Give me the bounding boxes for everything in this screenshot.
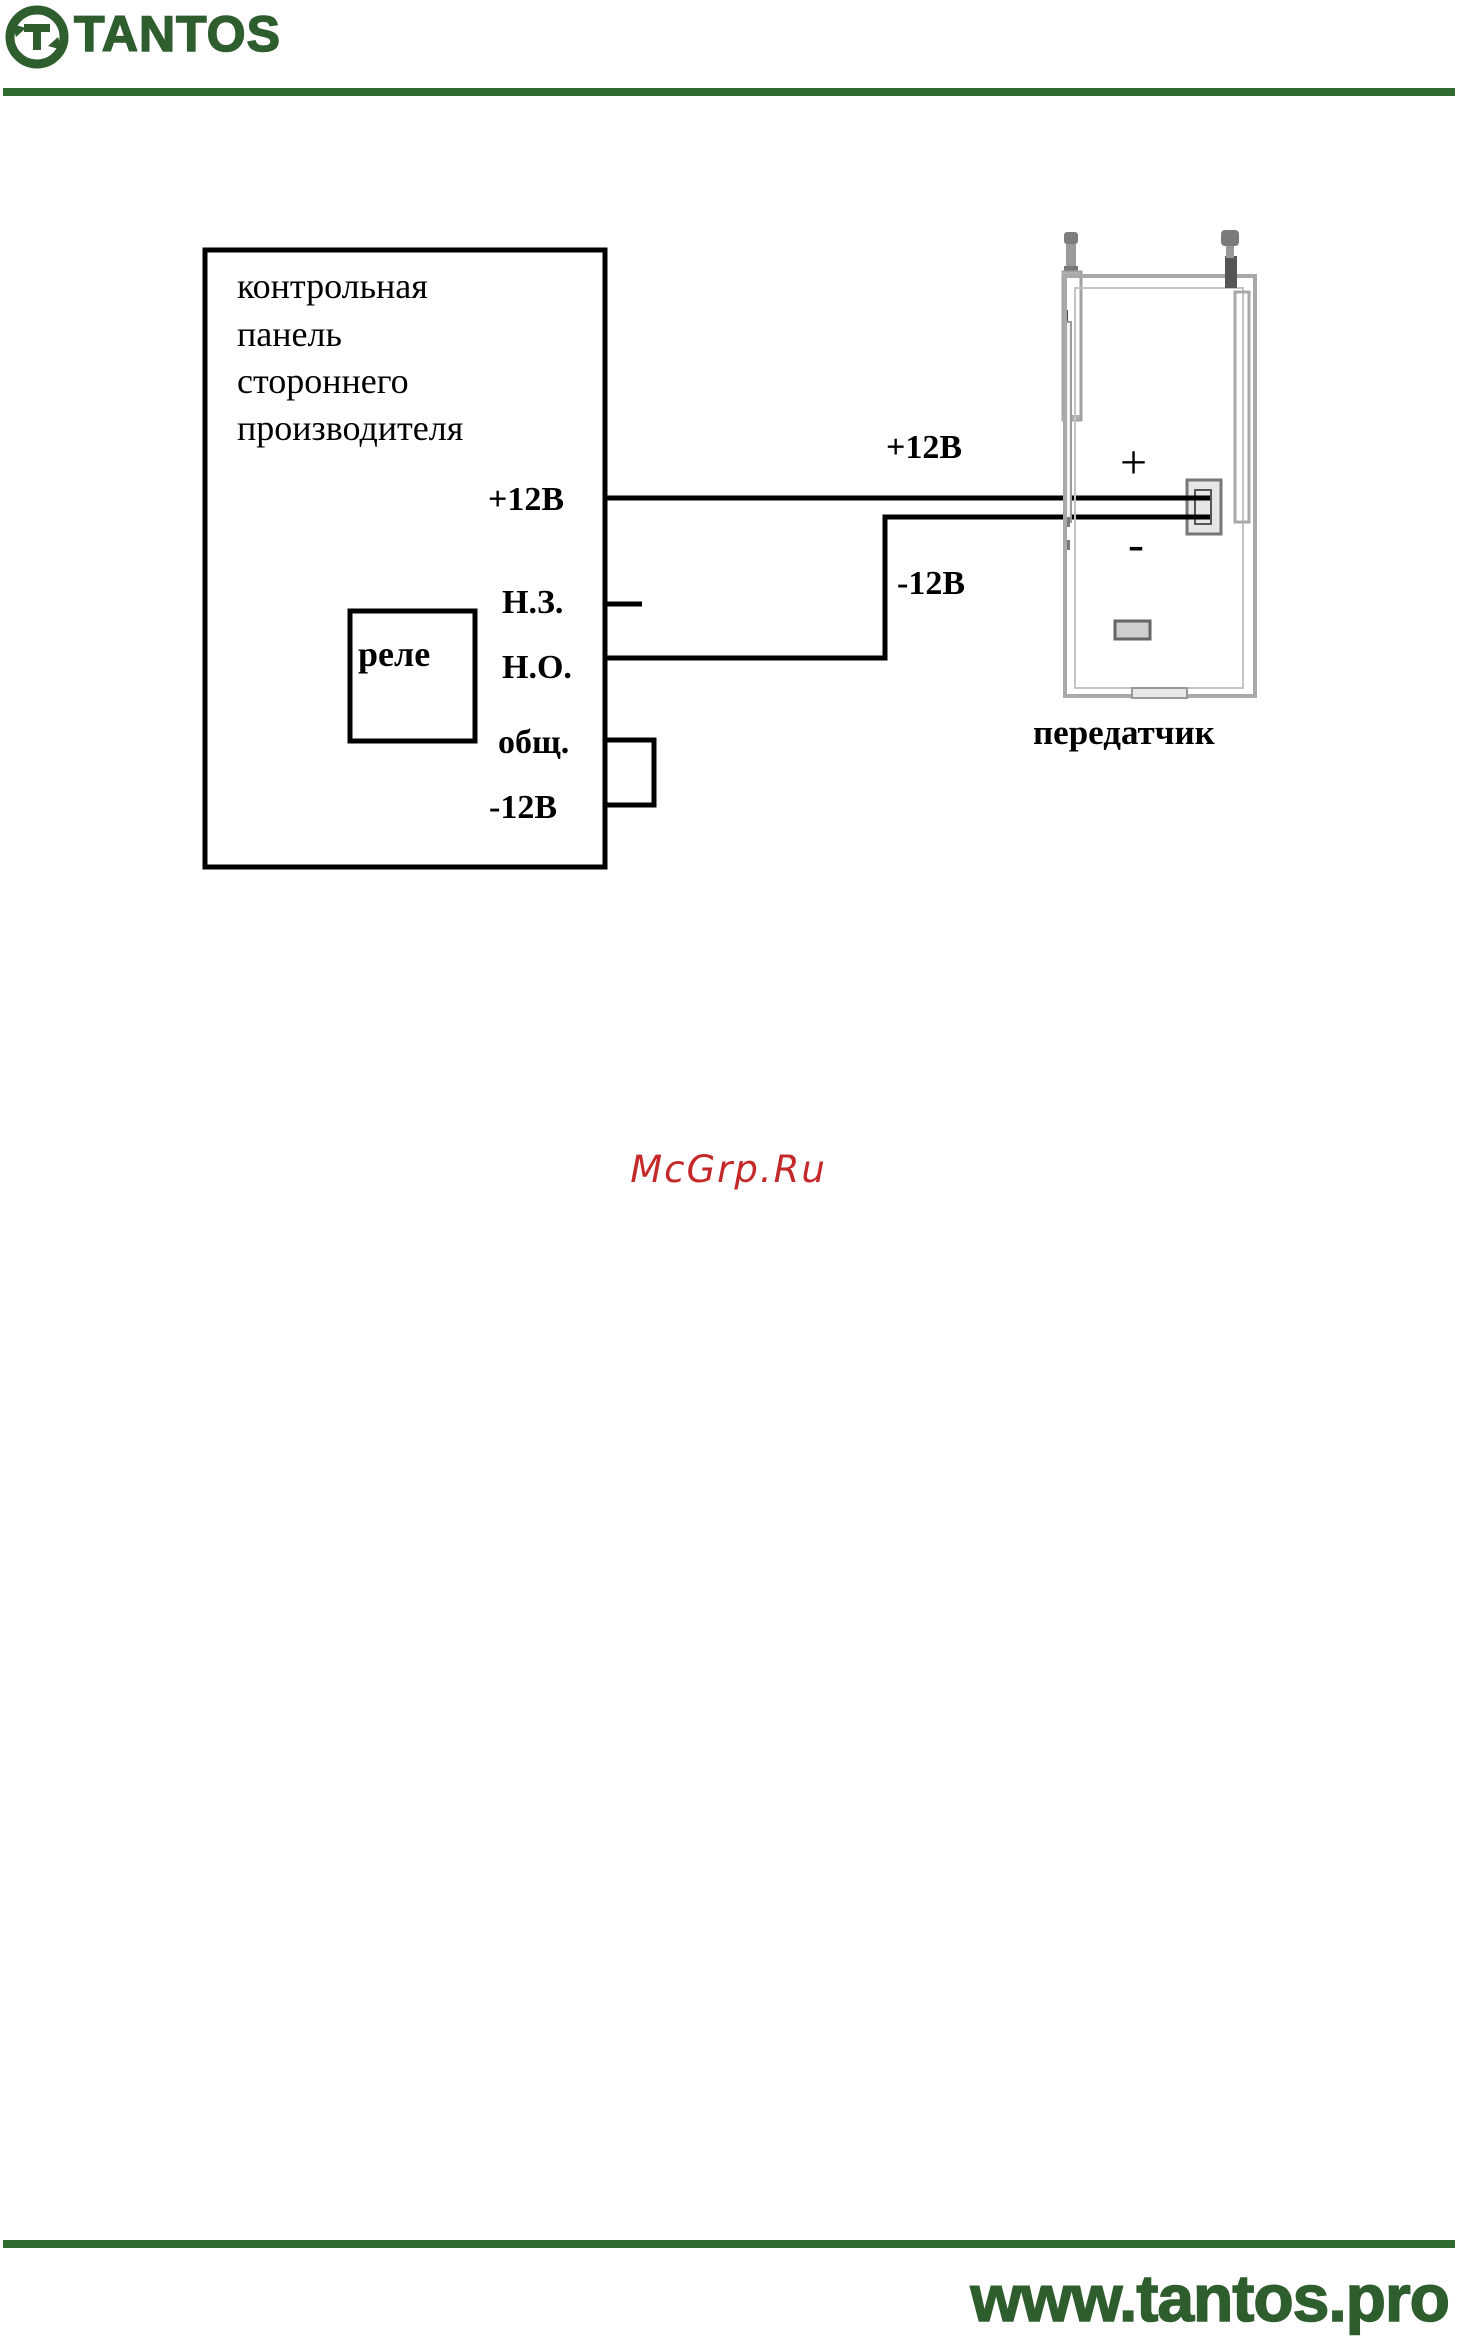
header-rule <box>3 88 1455 96</box>
watermark-text: McGrp.Ru <box>0 1148 1457 1191</box>
transmitter-switch <box>1115 621 1150 639</box>
tantos-logo-icon <box>2 2 72 72</box>
brand-name: TANTOS <box>74 4 281 64</box>
transmitter-antenna-neck <box>1226 246 1234 258</box>
tantos-logo: TANTOS <box>0 0 360 72</box>
page-header: TANTOS <box>0 0 1457 100</box>
footer-rule <box>3 2240 1455 2248</box>
footer-website[interactable]: www.tantos.pro <box>970 2260 1449 2336</box>
transmitter-minus-sign: - <box>1128 518 1144 571</box>
transmitter-bottom-tab <box>1132 688 1187 698</box>
transmitter-housing-outer-box <box>1065 276 1255 696</box>
transmitter-antenna-mast <box>1225 256 1237 288</box>
transmitter-terminal-block <box>1187 480 1221 534</box>
transmitter-antenna-tip <box>1221 230 1239 246</box>
transmitter-drawing-svg: + - передатчик <box>180 222 1280 894</box>
transmitter-layer: + - передатчик <box>180 222 1280 894</box>
transmitter-plus-sign: + <box>1120 436 1147 489</box>
transmitter-label: передатчик <box>1033 713 1216 752</box>
